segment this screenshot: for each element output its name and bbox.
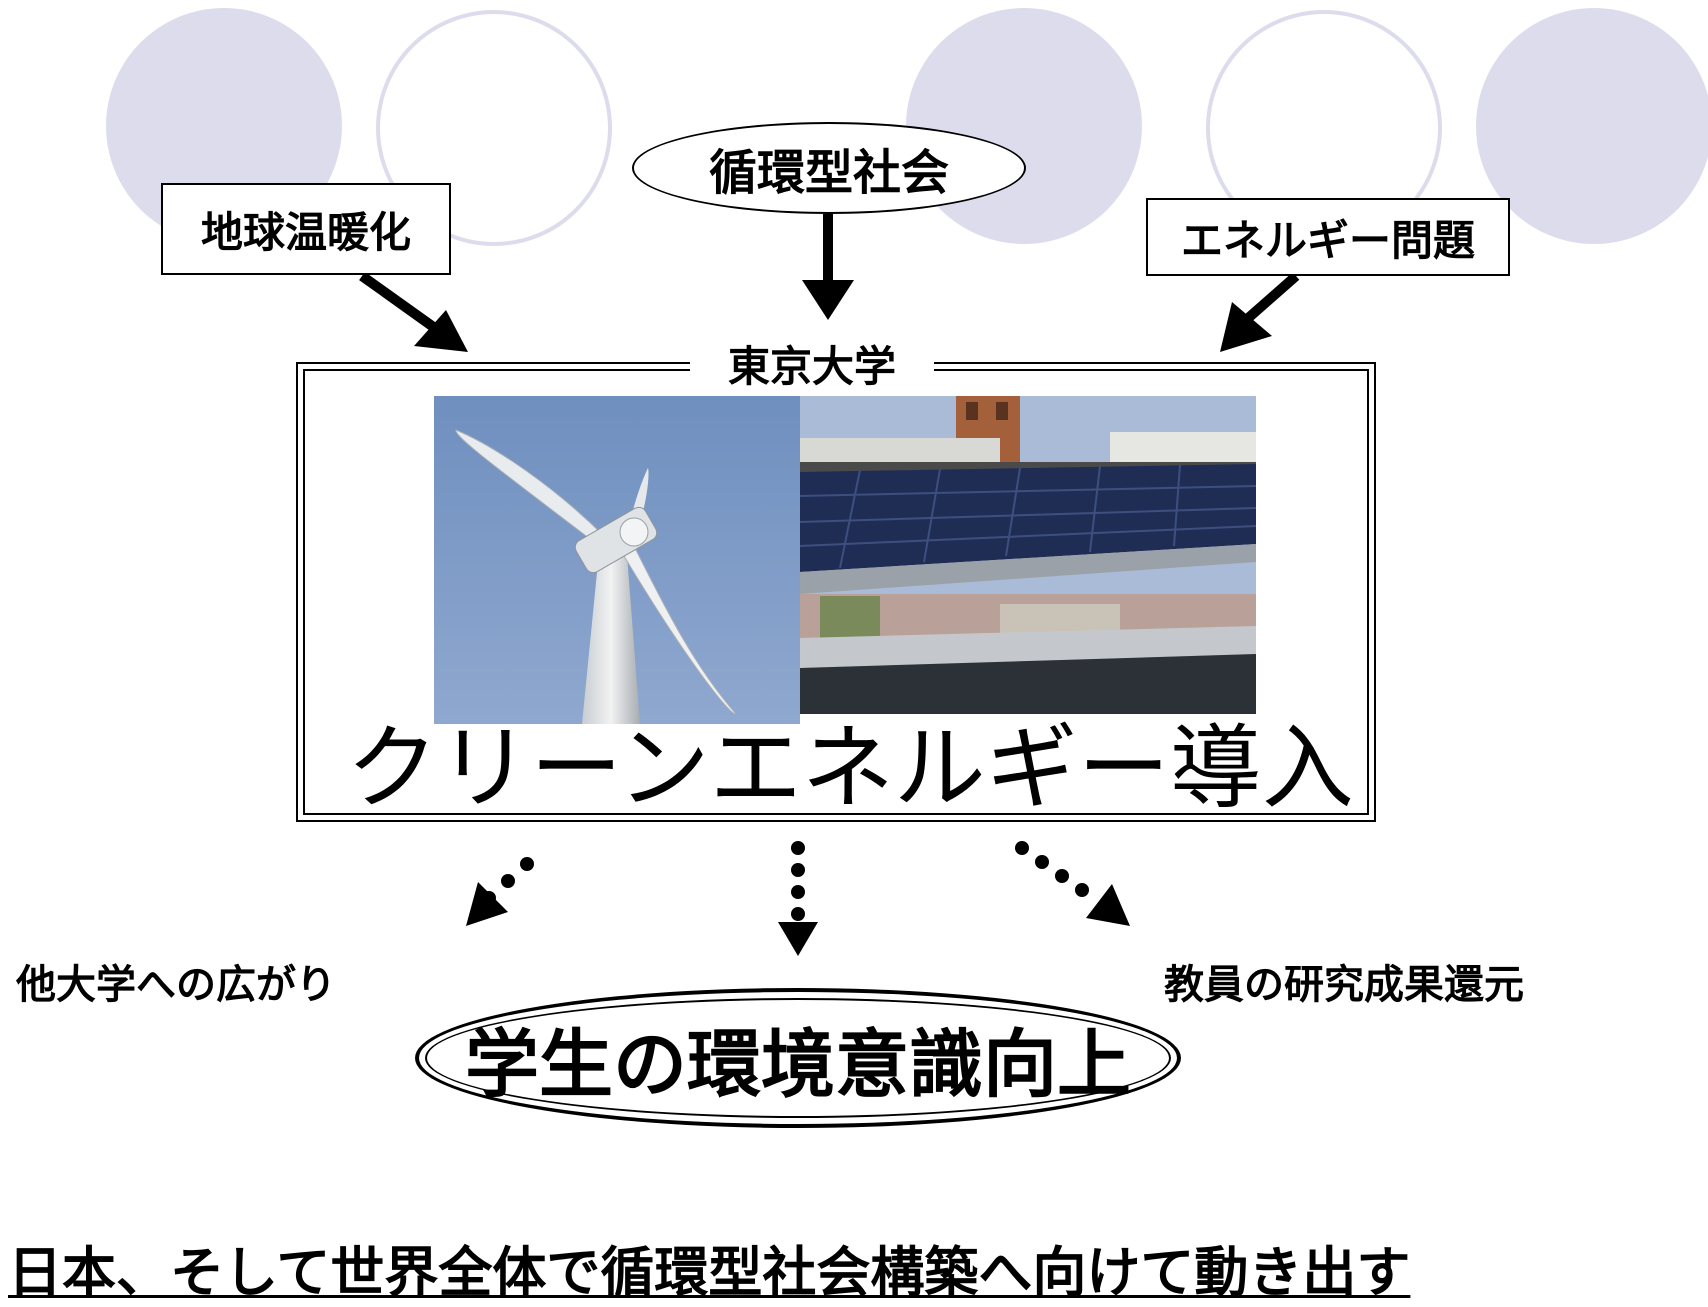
solar-panel-icon <box>800 396 1256 714</box>
topic-global-warming: 地球温暖化 <box>161 183 451 275</box>
topic-recycling-society-label: 循環型社会 <box>708 145 949 201</box>
headline: クリーンエネルギー導入 <box>335 700 1365 822</box>
solid-arrow-right <box>1220 272 1300 352</box>
solar-panel-photo <box>800 396 1256 714</box>
outcome-student-awareness-inner: 学生の環境意識向上 <box>425 998 1171 1118</box>
solid-arrow-left <box>359 271 468 352</box>
dotted-arrow-left <box>466 857 534 926</box>
decor-ring-2 <box>376 10 612 246</box>
outcome-student-awareness-label: 学生の環境意識向上 <box>465 1021 1131 1108</box>
outcome-other-universities: 他大学への広がり <box>16 952 336 1010</box>
dotted-arrow-right <box>1015 841 1130 926</box>
topic-recycling-society: 循環型社会 <box>632 122 1026 214</box>
outcome-student-awareness: 学生の環境意識向上 <box>415 988 1181 1128</box>
wind-turbine-icon <box>434 396 800 724</box>
topic-global-warming-label: 地球温暖化 <box>200 207 411 257</box>
topic-energy-problem-label: エネルギー問題 <box>1180 215 1475 265</box>
topic-energy-problem: エネルギー問題 <box>1146 198 1510 276</box>
wind-turbine-photo <box>434 396 800 724</box>
conclusion-text: 日本、そして世界全体で循環型社会構築へ向けて動き出す <box>8 1241 1411 1304</box>
headline-text: クリーンエネルギー導入 <box>346 714 1354 822</box>
decor-circle-5 <box>1476 8 1708 244</box>
outcome-other-universities-label: 他大学への広がり <box>16 962 336 1008</box>
outcome-research-return: 教員の研究成果還元 <box>1164 952 1524 1010</box>
university-label: 東京大学 <box>690 328 934 398</box>
outcome-research-return-label: 教員の研究成果還元 <box>1164 962 1524 1008</box>
university-label-text: 東京大学 <box>727 341 896 391</box>
conclusion: 日本、そして世界全体で循環型社会構築へ向けて動き出す <box>8 1228 1410 1304</box>
solid-arrow-center <box>802 214 854 320</box>
dotted-arrow-center <box>778 841 818 956</box>
